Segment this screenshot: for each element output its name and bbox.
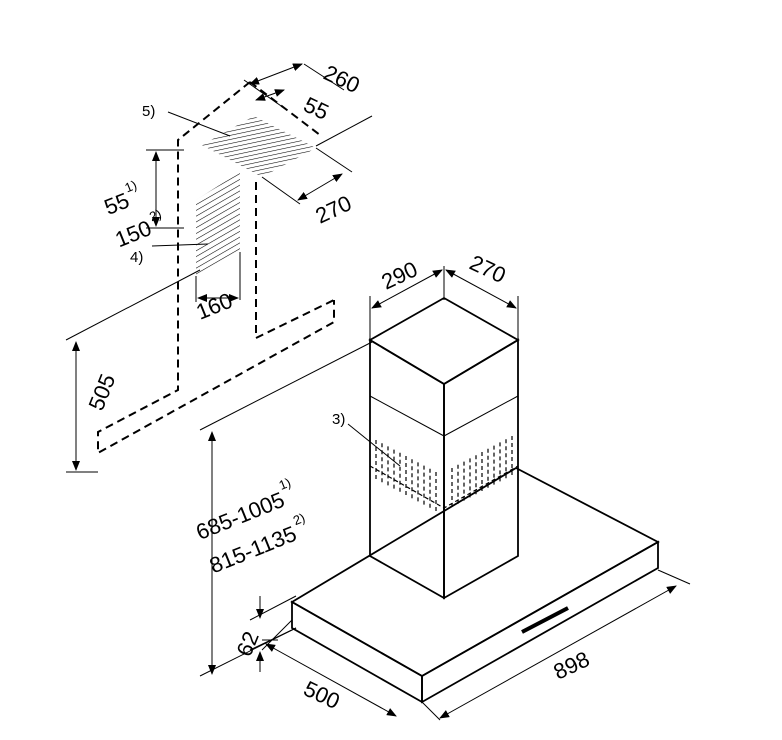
dim-wall-height: 505	[83, 370, 120, 413]
dim-duct-width-top: 260	[320, 60, 364, 98]
callout-chimney-vents: 3)	[332, 411, 345, 428]
dimension-lines	[72, 63, 677, 719]
range-hood	[290, 296, 660, 704]
wall-outlet-area	[196, 172, 240, 276]
dim-canopy-thickness: 62	[231, 628, 263, 660]
dim-canopy-depth: 500	[300, 676, 344, 714]
dim-duct-vertical-1-note: 1)	[123, 177, 139, 195]
dimension-labels: 260 55 270 55 1) 150 2) 160 505 290 270 …	[83, 60, 593, 714]
dim-canopy-width: 898	[550, 646, 594, 684]
callout-labels: 5) 4) 3)	[130, 103, 345, 428]
dim-total-height-1-note: 1)	[277, 475, 293, 493]
extension-lines	[65, 63, 691, 721]
dim-total-height-2-note: 2)	[291, 510, 307, 528]
dim-outlet-width: 160	[193, 288, 236, 325]
ceiling-outlet-area	[202, 116, 316, 177]
dim-chimney-depth: 270	[466, 250, 510, 288]
dim-duct-vertical-group: 55 1) 150 2)	[101, 177, 164, 252]
dim-total-height-group: 685-1005 1) 815-1135 2)	[192, 475, 307, 579]
dim-duct-vertical-2: 150	[112, 215, 155, 252]
dim-duct-depth-right: 270	[312, 190, 356, 228]
dim-duct-vertical-2-note: 2)	[147, 206, 163, 224]
dim-chimney-width: 290	[378, 256, 422, 294]
callout-wall-outlet: 4)	[130, 249, 143, 266]
callout-leaders	[151, 111, 401, 467]
dim-duct-offset-top: 55	[300, 92, 333, 125]
callout-ceiling-outlet: 5)	[142, 103, 155, 120]
